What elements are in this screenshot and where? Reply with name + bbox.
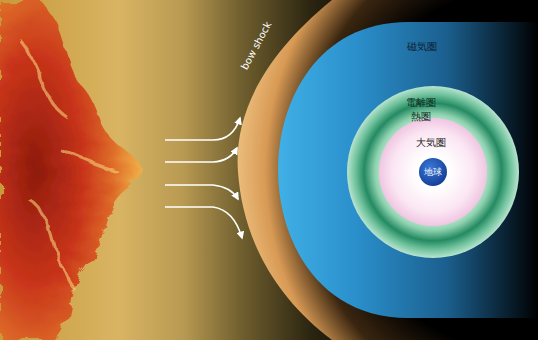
region-label: 磁気圏 [407, 41, 437, 53]
region-label: 電離圏 [406, 97, 436, 109]
solar-wind-arrow [165, 148, 237, 162]
region-label: 熱圏 [411, 111, 431, 123]
atmosphere-circle: 大気圏地球 [379, 118, 487, 226]
earth-circle: 地球 [419, 158, 447, 186]
region-label: bow shock [239, 20, 274, 72]
bow-shock-band: bow shock磁気圏電離圏熱圏大気圏地球 [236, 0, 538, 340]
magnetosphere-band-fill [278, 22, 538, 318]
solar-wind-arrow [165, 185, 238, 199]
ionosphere-ring-fill [347, 86, 519, 258]
bow-shock-band-fill [238, 0, 538, 340]
atmosphere-circle-fill [379, 118, 487, 226]
sun-surface [0, 0, 142, 340]
solar-wind-arrows [165, 118, 242, 238]
solar-wind-arrow [165, 207, 242, 238]
solar-wind-arrow [165, 118, 240, 140]
region-label: 地球 [424, 167, 442, 177]
region-label: 大気圏 [416, 137, 446, 149]
ionosphere-ring: 電離圏熱圏大気圏地球 [347, 86, 519, 258]
earth-circle-fill [419, 158, 447, 186]
magnetosphere-band: 磁気圏電離圏熱圏大気圏地球 [276, 22, 538, 318]
sun-flare [20, 40, 118, 290]
